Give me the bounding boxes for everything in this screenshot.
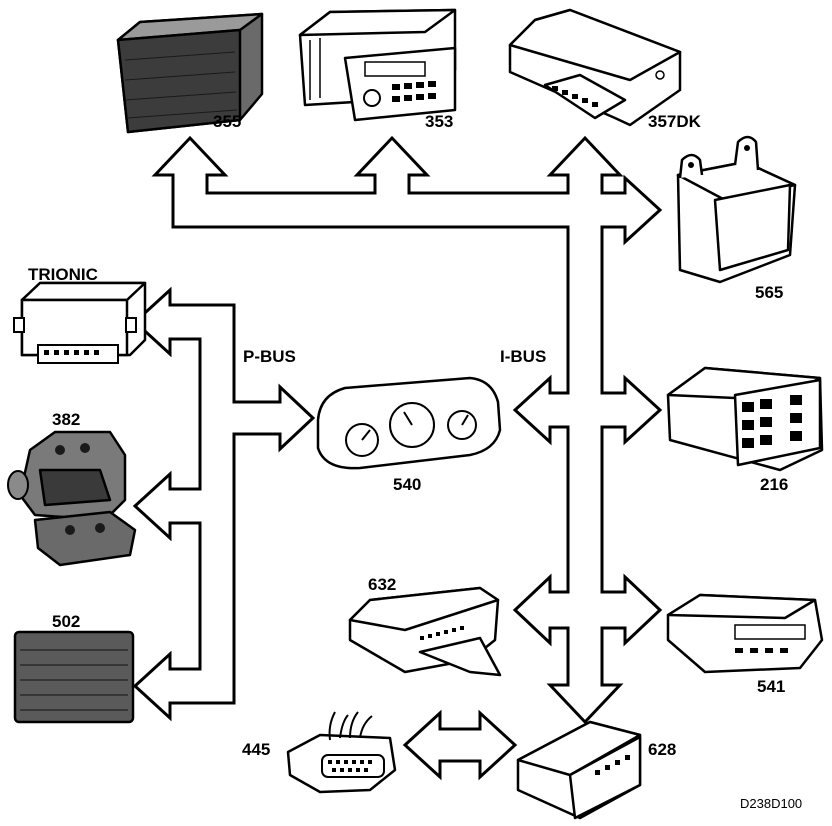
i-bus-label: I-BUS xyxy=(500,347,546,366)
module-357dk-device xyxy=(508,8,682,127)
p-bus-label: P-BUS xyxy=(243,347,296,366)
module-445-device xyxy=(286,711,397,794)
module-357dk-label: 357DK xyxy=(648,112,702,131)
module-382-label: 382 xyxy=(52,410,80,429)
module-632-device xyxy=(348,586,502,677)
module-628-device xyxy=(516,720,642,820)
module-541-device xyxy=(666,593,824,674)
module-355-label: 355 xyxy=(213,112,241,131)
p-bus-arrows xyxy=(132,286,316,722)
module-353-device xyxy=(298,8,457,122)
drawing-code: D238D100 xyxy=(740,796,802,811)
module-353-label: 353 xyxy=(425,112,453,131)
module-216-device xyxy=(666,366,824,472)
module-541-label: 541 xyxy=(757,677,785,696)
module-540-device xyxy=(316,376,502,470)
trionic-label: TRIONIC xyxy=(28,265,98,284)
module-445-label: 445 xyxy=(242,740,270,759)
module-502-label: 502 xyxy=(52,612,80,631)
module-628-label: 628 xyxy=(648,740,676,759)
module-216-label: 216 xyxy=(760,475,788,494)
module-565-label: 565 xyxy=(755,283,783,302)
module-382-device xyxy=(7,430,137,567)
module-540-label: 540 xyxy=(393,475,421,494)
module-355-device xyxy=(116,12,264,134)
module-502-device xyxy=(13,630,135,724)
i-bus-arrows xyxy=(151,135,663,725)
module-565-device xyxy=(676,135,797,284)
trionic-device xyxy=(13,281,147,364)
module-632-label: 632 xyxy=(368,575,396,594)
diag-link-arrow xyxy=(402,709,518,781)
